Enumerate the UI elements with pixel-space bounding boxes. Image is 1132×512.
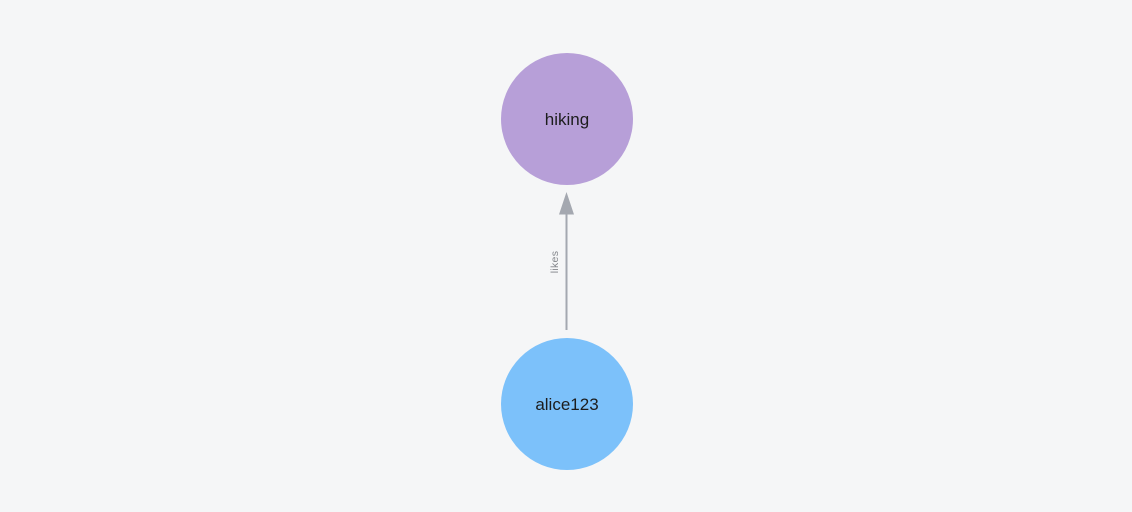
- edge-label-likes: likes: [549, 250, 561, 274]
- node-hiking-label: hiking: [544, 109, 590, 129]
- edge-arrowhead: [559, 192, 574, 215]
- node-alice123-label: alice123: [535, 394, 599, 414]
- node-alice123[interactable]: alice123: [501, 338, 633, 470]
- node-hiking[interactable]: hiking: [501, 53, 633, 185]
